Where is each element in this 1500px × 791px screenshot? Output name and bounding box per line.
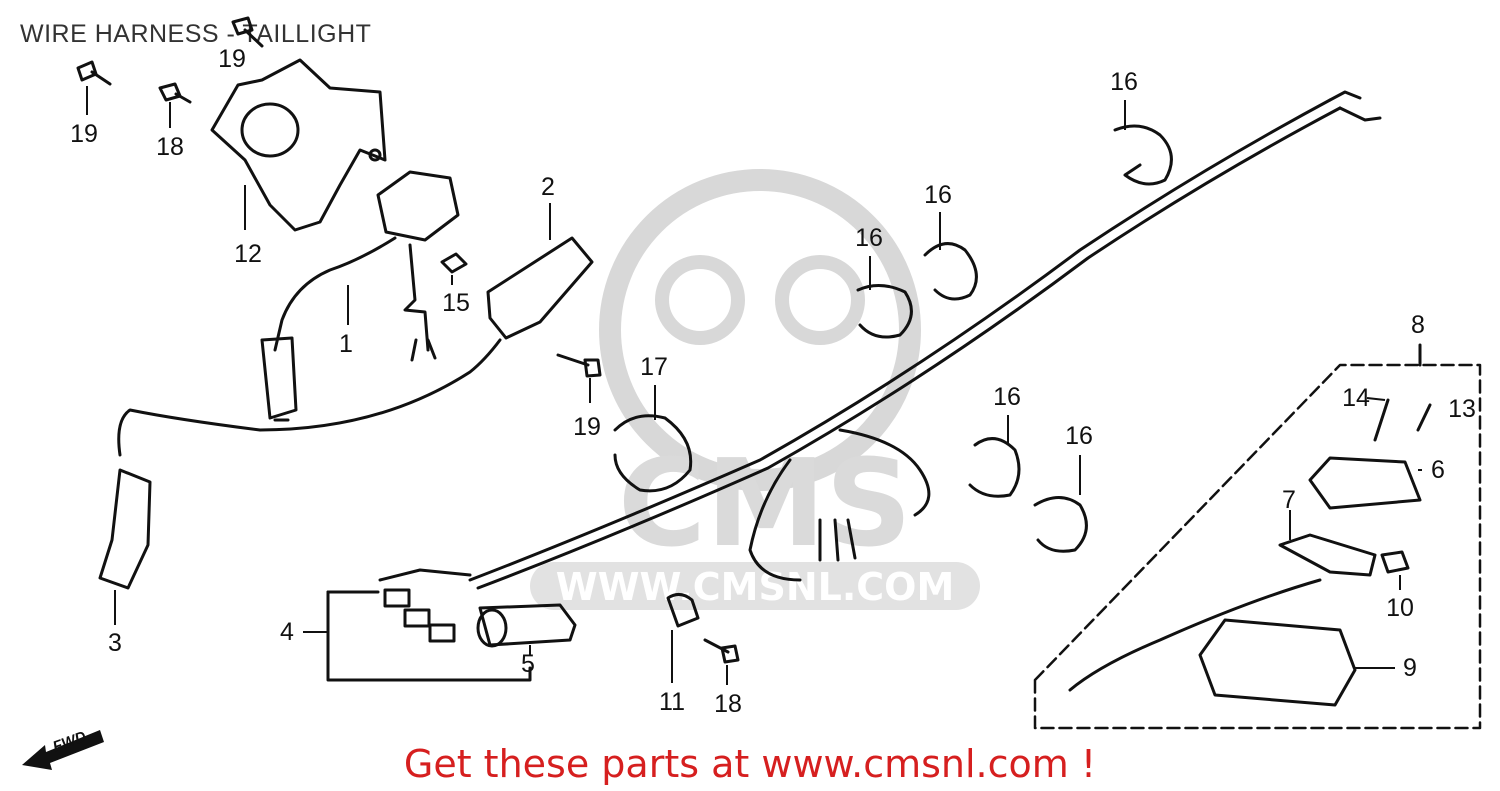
callout-19: 19 (70, 120, 98, 148)
part-14-screw (1373, 398, 1390, 442)
callout-16: 16 (1110, 68, 1138, 96)
part-10-bulb (1380, 550, 1410, 574)
part-4-connector-set (326, 568, 532, 682)
leader-lines (86, 86, 1422, 685)
part-18-bolt-lower (703, 638, 740, 664)
callout-18: 18 (714, 690, 742, 718)
part-6-lens (1308, 456, 1422, 510)
part-3-spark-plug-cap (98, 468, 152, 590)
watermark-mascot-head (599, 169, 921, 491)
callout-19: 19 (573, 413, 601, 441)
callout-13: 13 (1448, 395, 1476, 423)
callout-4: 4 (280, 618, 294, 646)
callout-7: 7 (1282, 486, 1296, 514)
callout-14: 14 (1342, 384, 1370, 412)
main-wire-harness (468, 90, 1382, 590)
watermark-mascot-eye-left (655, 255, 745, 345)
part-18-bolt-left (158, 82, 192, 104)
callout-8: 8 (1411, 311, 1425, 339)
part-11-clamp (666, 593, 700, 628)
part-16-clip-c (856, 284, 913, 339)
part-9-housing (1198, 618, 1357, 707)
callout-15: 15 (442, 289, 470, 317)
taillight-wire (1068, 578, 1322, 692)
callout-12: 12 (234, 240, 262, 268)
callout-3: 3 (108, 629, 122, 657)
callout-16: 16 (924, 181, 952, 209)
part-5-boot (476, 603, 577, 648)
callout-19: 19 (218, 45, 246, 73)
callout-17: 17 (640, 353, 668, 381)
callout-10: 10 (1386, 594, 1414, 622)
callout-6: 6 (1431, 456, 1445, 484)
callout-labels: 19 19 18 12 2 15 1 16 16 16 17 19 16 16 8 14 13 6 7 10 9 3 4 5 1… (70, 45, 1476, 718)
callout-11: 11 (659, 688, 685, 716)
watermark-mascot-eye-right (775, 255, 865, 345)
callout-2: 2 (541, 173, 555, 201)
part-8-taillight-assembly (1033, 343, 1482, 730)
part-15-nut (440, 252, 468, 274)
part-1-cdi-unit (260, 170, 460, 422)
callout-1: 1 (339, 330, 353, 358)
part-16-clip-b (923, 242, 978, 301)
watermark-url-band (530, 562, 980, 610)
part-16-clip-a (1113, 124, 1173, 186)
forward-arrow-icon (22, 730, 104, 770)
callout-9: 9 (1403, 654, 1417, 682)
part-19-bolt-top (231, 16, 264, 48)
callout-18: 18 (156, 133, 184, 161)
callout-16: 16 (993, 383, 1021, 411)
part-12-mounting-bracket (210, 58, 387, 232)
watermark-url: WWW.CMSNL.COM (556, 565, 955, 609)
part-16-clip-d (968, 437, 1021, 498)
part-13-screw (1416, 403, 1432, 432)
callout-16: 16 (855, 224, 883, 252)
part-19-bolt-mid (556, 353, 602, 378)
part-2-ignition-coil (117, 236, 594, 457)
page-title: WIRE HARNESS - TAILLIGHT (20, 20, 372, 48)
part-19-bolt-left (76, 60, 112, 86)
part-7-base (1278, 533, 1377, 577)
promo-footer: Get these parts at www.cmsnl.com ! (403, 742, 1097, 786)
part-17-band (613, 414, 693, 493)
part-16-clip-e (1033, 496, 1088, 553)
callout-5: 5 (521, 650, 535, 678)
callout-16: 16 (1065, 422, 1093, 450)
watermark: CMS WWW.CMSNL.COM (530, 169, 980, 610)
